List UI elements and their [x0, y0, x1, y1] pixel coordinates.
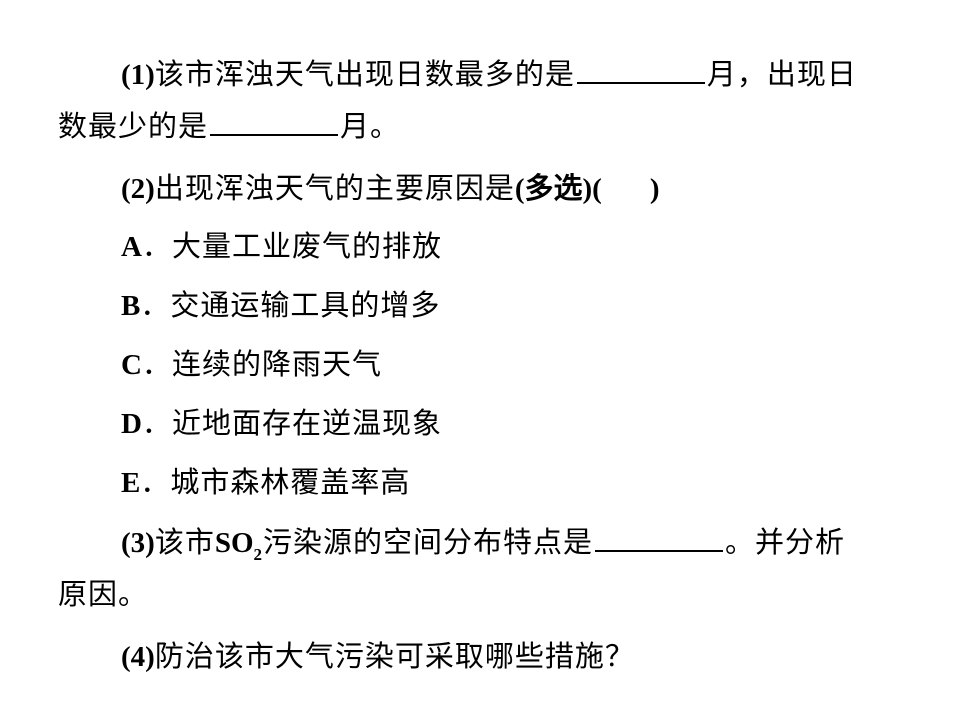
- q4-line: (4)防治该市大气污染可采取哪些措施？: [121, 638, 635, 675]
- q3-text-a: 该市: [154, 525, 215, 559]
- q2-line: (2)出现浑浊天气的主要原因是(多选)(): [121, 170, 660, 207]
- q1-number: (1): [121, 59, 155, 91]
- q1-text-b: 月，出现日: [706, 57, 857, 91]
- option-c-letter: C: [121, 349, 142, 381]
- option-b-sep: ．: [140, 288, 171, 322]
- q3-text-b: 污染源的空间分布特点是: [263, 525, 594, 559]
- q2-multi: (多选)(: [514, 173, 602, 205]
- option-b-letter: B: [121, 290, 141, 322]
- q1-blank-least[interactable]: [210, 108, 339, 136]
- option-b: B．交通运输工具的增多: [121, 287, 440, 324]
- option-c-text: 连续的降雨天气: [171, 347, 382, 381]
- q1-line-1: (1)该市浑浊天气出现日数最多的是 月，出现日: [121, 56, 857, 93]
- option-c-sep: ．: [141, 347, 172, 381]
- option-d: D．近地面存在逆温现象: [121, 405, 442, 442]
- option-d-letter: D: [121, 408, 142, 440]
- option-d-text: 近地面存在逆温现象: [171, 406, 442, 440]
- q1-text-c: 数最少的是: [58, 109, 209, 143]
- option-e: E．城市森林覆盖率高: [121, 464, 410, 501]
- option-d-sep: ．: [141, 406, 172, 440]
- option-a: A．大量工业废气的排放: [121, 228, 442, 265]
- option-a-sep: ．: [141, 229, 172, 263]
- q2-close: ): [649, 173, 660, 205]
- q2-text: 出现浑浊天气的主要原因是: [154, 171, 515, 205]
- q3-number: (3): [121, 527, 155, 559]
- option-a-letter: A: [121, 231, 142, 263]
- q3-line-2: 原因。: [58, 576, 148, 612]
- q1-blank-most[interactable]: [576, 56, 705, 84]
- q1-text-a: 该市浑浊天气出现日数最多的是: [154, 57, 575, 91]
- option-e-text: 城市森林覆盖率高: [170, 465, 411, 499]
- q3-chem-subscript: 2: [253, 545, 264, 564]
- q1-line-2: 数最少的是 月。: [58, 108, 400, 144]
- q4-text: 防治该市大气污染可采取哪些措施？: [154, 639, 635, 673]
- q3-line-1: (3)该市SO2污染源的空间分布特点是 。并分析: [121, 524, 845, 573]
- q1-text-d: 月。: [340, 109, 401, 143]
- q4-number: (4): [121, 641, 155, 673]
- option-a-text: 大量工业废气的排放: [171, 229, 442, 263]
- q2-number: (2): [121, 173, 155, 205]
- q3-chem: SO: [214, 527, 254, 559]
- option-b-text: 交通运输工具的增多: [170, 288, 441, 322]
- q3-text-c: 。并分析: [725, 525, 846, 559]
- option-e-sep: ．: [140, 465, 171, 499]
- option-c: C．连续的降雨天气: [121, 346, 382, 383]
- q3-blank-distribution[interactable]: [595, 524, 724, 552]
- option-e-letter: E: [121, 467, 141, 499]
- q3-text-d: 原因。: [58, 577, 149, 611]
